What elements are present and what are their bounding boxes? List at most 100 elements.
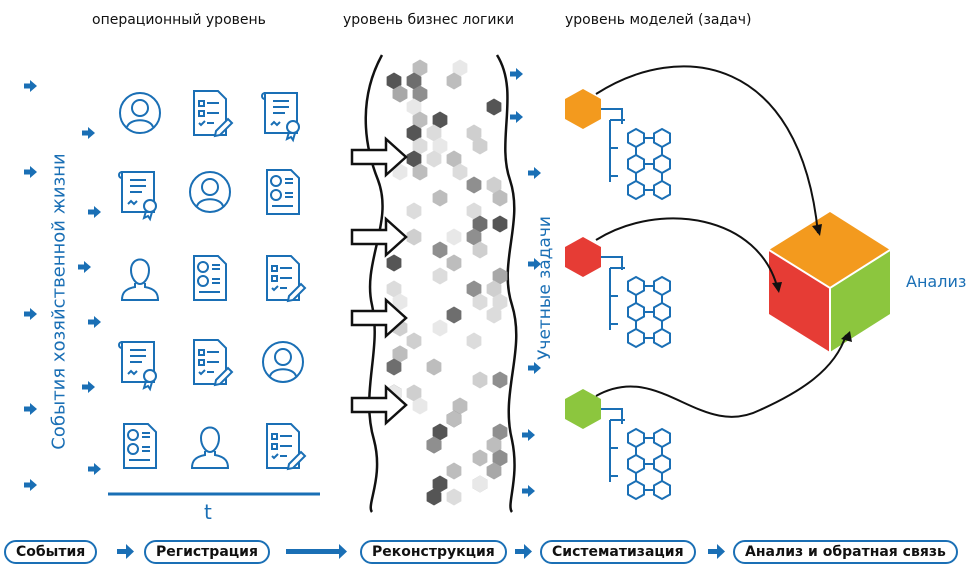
flow-arrow-icon <box>515 544 532 559</box>
gray-hexagon <box>466 124 482 142</box>
gray-hexagon <box>472 371 488 389</box>
checklist-doc-icon <box>193 339 233 386</box>
flow-long-arrow-icon <box>286 544 347 559</box>
gray-hexagon <box>492 423 508 441</box>
gray-hexagon <box>486 462 502 480</box>
gray-hexagon <box>486 98 502 116</box>
gray-hexagon <box>466 280 482 298</box>
gray-hexagon <box>446 150 462 168</box>
gray-hexagon <box>426 124 442 142</box>
task-arrow <box>522 485 535 497</box>
flow-arrow-icon <box>708 544 725 559</box>
flow-step-registration: Регистрация <box>144 540 270 564</box>
gray-hexagon <box>406 332 422 350</box>
gray-hexagon <box>392 85 408 103</box>
gray-hexagon <box>452 397 468 415</box>
flow-arrow-icon <box>117 544 134 559</box>
process-diagram <box>24 54 891 513</box>
gray-hexagon <box>472 293 488 311</box>
gray-hexagon <box>426 436 442 454</box>
header-business-logic-level: уровень бизнес логики <box>343 12 515 28</box>
checklist-doc-icon <box>266 423 306 470</box>
gray-hexagon <box>486 436 502 454</box>
gray-hexagon <box>432 111 448 129</box>
checklist-doc-icon <box>266 255 306 302</box>
gray-hexagon <box>412 137 428 155</box>
gray-hexagon <box>466 176 482 194</box>
gray-hexagon <box>432 189 448 207</box>
event-arrow <box>24 166 37 178</box>
event-arrow <box>24 80 37 92</box>
gray-hexagon <box>412 59 428 77</box>
gray-hexagon <box>406 98 422 116</box>
gray-hexagon <box>406 202 422 220</box>
gray-hexagon <box>392 293 408 311</box>
gray-hexagon <box>452 163 468 181</box>
business-band-right-border <box>495 54 518 513</box>
tasks-vertical-label: Учетные задачи <box>535 216 555 360</box>
cube-right-face <box>830 250 890 352</box>
gray-hexagon <box>386 280 402 298</box>
reconstruction-hexagons <box>386 59 508 506</box>
certificate-icon <box>261 92 300 141</box>
gray-hexagon <box>412 111 428 129</box>
event-arrow <box>24 308 37 320</box>
gray-hexagon <box>466 332 482 350</box>
chart-doc-icon <box>266 169 300 215</box>
gray-hexagon <box>406 124 422 142</box>
header-models-level: уровень моделей (задач) <box>565 12 752 28</box>
gray-hexagon <box>412 163 428 181</box>
gray-hexagon <box>472 215 488 233</box>
gray-hexagon <box>432 241 448 259</box>
gray-hexagon <box>426 488 442 506</box>
event-arrow <box>88 463 101 475</box>
event-arrow <box>24 479 37 491</box>
gray-hexagon <box>492 189 508 207</box>
flow-step-reconstruction: Реконструкция <box>360 540 507 564</box>
gray-hexagon <box>406 72 422 90</box>
gray-hexagon <box>466 228 482 246</box>
business-band-left-border <box>364 54 384 513</box>
event-arrow <box>24 403 37 415</box>
gray-hexagon <box>446 306 462 324</box>
header-operational-level: операционный уровень <box>92 12 266 28</box>
gray-hexagon <box>412 397 428 415</box>
task-arrow <box>510 68 523 80</box>
cube-left-face <box>769 250 830 352</box>
gray-hexagon <box>432 267 448 285</box>
gray-hexagon <box>392 345 408 363</box>
person-icon <box>262 341 304 383</box>
green-model-hexagon <box>565 389 601 429</box>
gray-hexagon <box>386 72 402 90</box>
task-tree <box>610 268 670 347</box>
chart-doc-icon <box>123 423 157 469</box>
task-tree <box>610 420 670 499</box>
gray-hexagon <box>386 254 402 272</box>
gray-hexagon <box>486 280 502 298</box>
gray-hexagon <box>472 449 488 467</box>
gray-hexagon <box>466 202 482 220</box>
person-icon <box>189 171 231 213</box>
flow-step-analysis-feedback: Анализ и обратная связь <box>733 540 958 564</box>
red-model-hexagon <box>565 237 601 277</box>
gray-hexagon <box>432 319 448 337</box>
event-arrow <box>82 381 95 393</box>
certificate-icon <box>118 171 157 220</box>
event-arrow <box>88 316 101 328</box>
gray-hexagon <box>492 267 508 285</box>
user-outline-icon <box>191 426 229 469</box>
analysis-cube <box>768 212 891 352</box>
orange-model-hexagon <box>565 89 601 129</box>
gray-hexagon <box>386 358 402 376</box>
gray-hexagon <box>432 137 448 155</box>
time-axis-label: t <box>204 500 212 524</box>
task-arrow <box>528 362 541 374</box>
flow-step-events: События <box>4 540 98 564</box>
gray-hexagon <box>486 306 502 324</box>
gray-hexagon <box>492 215 508 233</box>
gray-hexagon <box>472 475 488 493</box>
gray-hexagon <box>446 462 462 480</box>
connector-green <box>595 334 847 418</box>
task-arrow <box>528 167 541 179</box>
gray-hexagon <box>492 293 508 311</box>
